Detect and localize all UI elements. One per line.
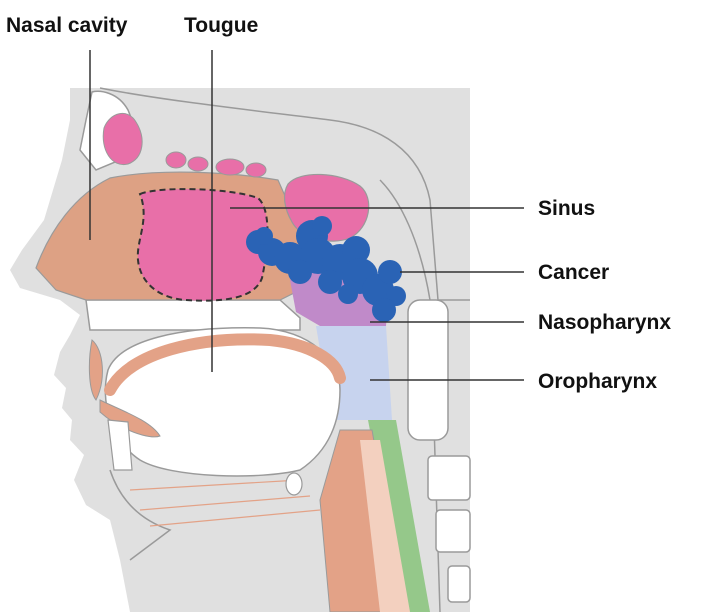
vertebra-4: [448, 566, 470, 602]
label-tongue: Tougue: [184, 14, 258, 37]
label-sinus: Sinus: [538, 197, 595, 220]
label-cancer: Cancer: [538, 261, 609, 284]
ethmoid-cell-3: [216, 159, 244, 175]
vertebra-1: [408, 300, 448, 440]
vertebra-2: [428, 456, 470, 500]
ethmoid-cell-2: [188, 157, 208, 171]
hyoid-bone: [286, 473, 302, 495]
label-oropharynx: Oropharynx: [538, 370, 657, 393]
ethmoid-cell-1: [166, 152, 186, 168]
label-nasal-cavity: Nasal cavity: [6, 14, 128, 37]
ethmoid-cell-4: [246, 163, 266, 177]
vertebra-3: [436, 510, 470, 552]
label-nasopharynx: Nasopharynx: [538, 311, 671, 334]
palate-outline: [86, 300, 300, 330]
